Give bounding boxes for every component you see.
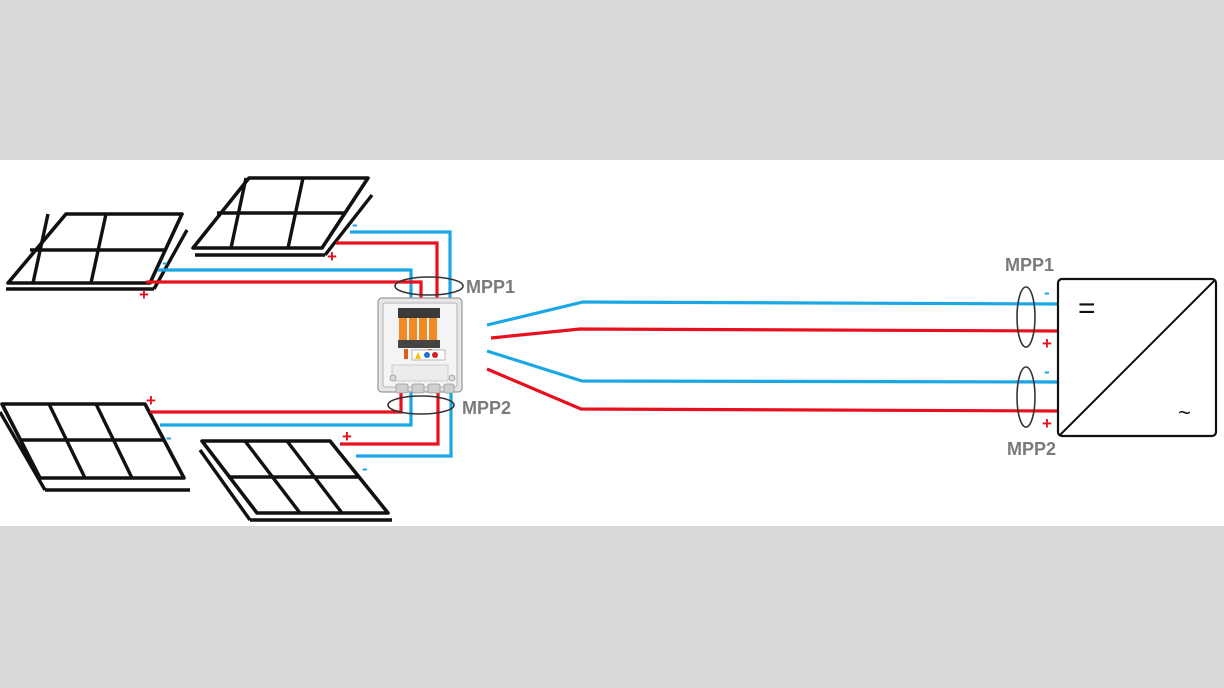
diagram-canvas: - + - + + - + - MPP1 MPP2 <box>0 160 1224 526</box>
pv-wiring-diagram: - + - + + - + - MPP1 MPP2 <box>0 176 1218 522</box>
panel-4-minus-marker: - <box>362 459 368 478</box>
inverter-mpp2-ring <box>1016 366 1036 428</box>
inverter <box>1056 277 1218 438</box>
string-cable-3 <box>150 392 413 427</box>
inverter-mpp1-ring <box>1016 286 1036 348</box>
mpp2-input-ring <box>387 395 455 415</box>
string-cable-1 <box>146 268 423 298</box>
combiner-box <box>377 297 463 394</box>
combiner-mpp2-label: MPP2 <box>462 398 511 418</box>
panel-1-plus-marker: + <box>139 285 149 304</box>
inverter-mpp2-plus-marker: + <box>1042 414 1052 433</box>
solar-panel-1 <box>6 212 189 291</box>
solar-panel-3 <box>0 402 190 492</box>
inverter-mpp1-label: MPP1 <box>1005 255 1054 275</box>
output-cable-mpp1 <box>486 300 1059 340</box>
output-cable-mpp2 <box>486 349 1059 413</box>
panel-1-minus-marker: - <box>162 253 168 272</box>
ac-symbol: ~ <box>1178 400 1191 425</box>
inverter-mpp2-minus-marker: - <box>1044 362 1050 381</box>
panel-3-plus-marker: + <box>146 391 156 410</box>
solar-panel-2 <box>191 176 374 257</box>
panel-2-minus-marker: - <box>352 215 358 234</box>
string-cable-4 <box>340 392 453 458</box>
mpp1-input-ring <box>394 276 464 296</box>
inverter-mpp1-plus-marker: + <box>1042 334 1052 353</box>
panel-4-plus-marker: + <box>342 427 352 446</box>
inverter-mpp2-label: MPP2 <box>1007 439 1056 459</box>
panel-2-plus-marker: + <box>327 247 337 266</box>
string-cable-2 <box>336 230 452 298</box>
dc-symbol: = <box>1078 292 1096 325</box>
solar-panel-4 <box>198 439 392 522</box>
inverter-mpp1-minus-marker: - <box>1044 283 1050 302</box>
combiner-mpp1-label: MPP1 <box>466 277 515 297</box>
panel-3-minus-marker: - <box>166 428 172 447</box>
